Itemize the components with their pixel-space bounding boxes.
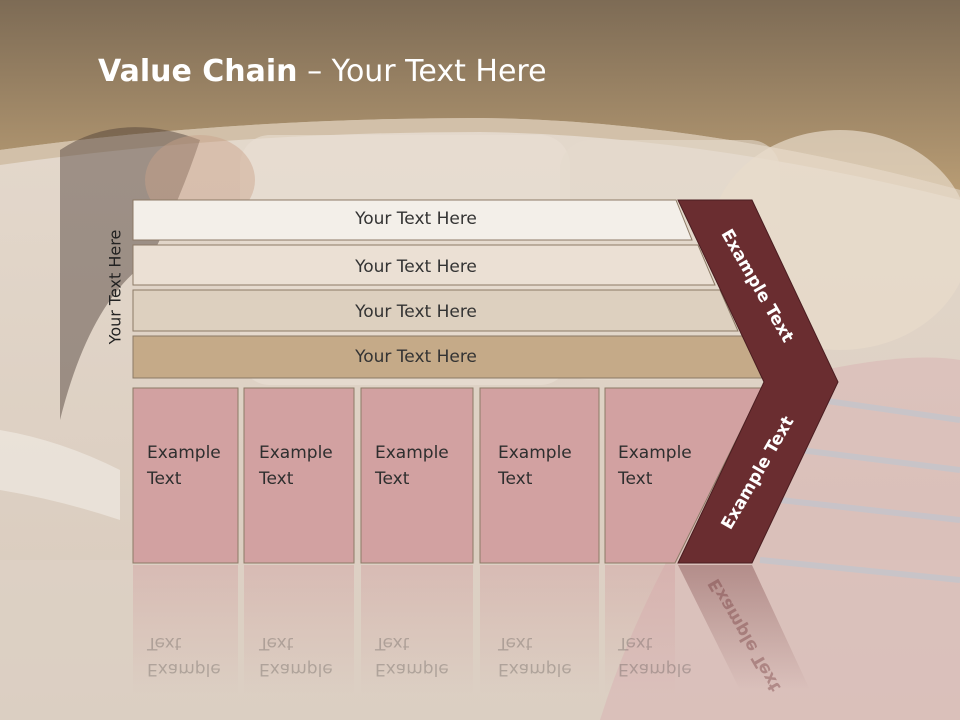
chevron-arrow — [677, 199, 839, 564]
box-label-2-line1: Example — [259, 443, 333, 463]
box-shape-2 — [243, 387, 355, 564]
box-label-5-line1: Example — [618, 443, 692, 463]
box-reflection-3: Example Text — [375, 630, 449, 682]
box-reflection-3-line2: Text — [375, 633, 410, 653]
box-reflection-1-line2: Text — [147, 633, 182, 653]
box-label-1-line1: Example — [147, 443, 221, 463]
box-reflection-4-line2: Text — [498, 633, 533, 653]
box-shape-3 — [360, 387, 474, 564]
box-reflection-2-line1: Example — [259, 659, 333, 679]
box-label-1: Example Text — [147, 440, 221, 492]
box-label-4-line2: Text — [498, 469, 533, 489]
box-label-2: Example Text — [259, 440, 333, 492]
row-shape-1 — [132, 199, 693, 241]
box-reflection-2-line2: Text — [259, 633, 294, 653]
box-reflection-3-line1: Example — [375, 659, 449, 679]
box-reflection-1: Example Text — [147, 630, 221, 682]
box-reflection-5-line1: Example — [618, 659, 692, 679]
box-shape-1 — [132, 387, 239, 564]
box-label-4-line1: Example — [498, 443, 572, 463]
box-reflection-1-line1: Example — [147, 659, 221, 679]
title-bold: Value Chain — [98, 54, 298, 89]
row-shape-3 — [132, 289, 739, 332]
box-reflection-5: Example Text — [618, 630, 692, 682]
box-label-5-line2: Text — [618, 469, 653, 489]
box-reflection-4: Example Text — [498, 630, 572, 682]
row-label-3: Your Text Here — [355, 302, 477, 322]
slide-title: Value Chain – Your Text Here — [98, 54, 547, 89]
box-label-1-line2: Text — [147, 469, 182, 489]
box-label-3-line1: Example — [375, 443, 449, 463]
box-shape-4 — [479, 387, 600, 564]
title-rest: – Your Text Here — [307, 54, 547, 89]
box-reflection-5-line2: Text — [618, 633, 653, 653]
box-label-5: Example Text — [618, 440, 692, 492]
row-label-4: Your Text Here — [355, 347, 477, 367]
box-label-3: Example Text — [375, 440, 449, 492]
box-label-4: Example Text — [498, 440, 572, 492]
row-label-1: Your Text Here — [355, 209, 477, 229]
box-reflection-2: Example Text — [259, 630, 333, 682]
box-shape-5 — [604, 387, 763, 564]
row-shape-2 — [132, 244, 716, 286]
box-label-3-line2: Text — [375, 469, 410, 489]
box-label-2-line2: Text — [259, 469, 294, 489]
row-label-2: Your Text Here — [355, 257, 477, 277]
box-reflection-4-line1: Example — [498, 659, 572, 679]
